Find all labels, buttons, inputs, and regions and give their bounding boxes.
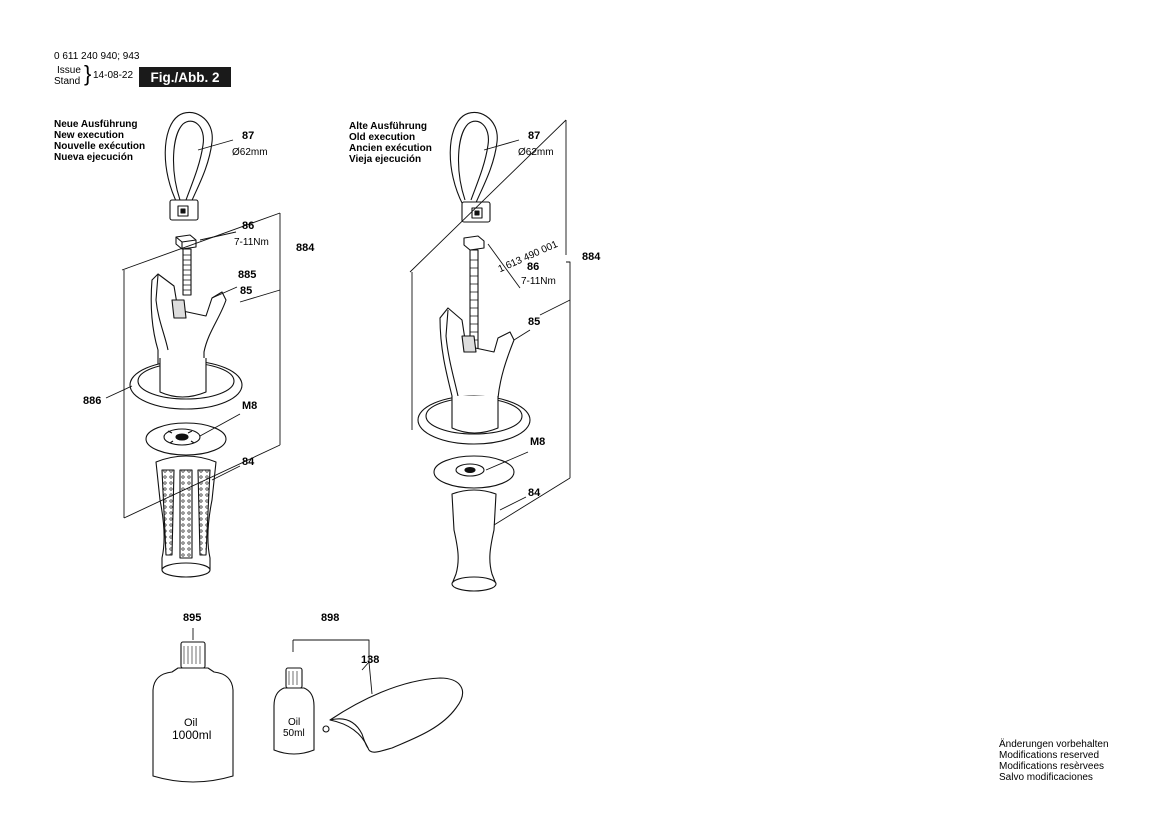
callout-87-old: 87: [528, 130, 541, 142]
callout-84-old: 84: [528, 487, 541, 499]
document-number: 0 611 240 940; 943: [54, 51, 140, 62]
figure-label: Fig./Abb. 2: [139, 67, 231, 87]
oil-bottle-50ml: [273, 639, 373, 755]
callout-885-new: 885: [238, 269, 257, 281]
depth-stop-strap-old: [449, 111, 498, 223]
spec-87-old: Ø62mm: [518, 147, 554, 158]
depth-stop-strap-new: [164, 111, 213, 221]
old-execution-title: Alte Ausführung Old execution Ancien exé…: [349, 121, 432, 165]
nut-disc-old: [433, 455, 515, 489]
hand-guard-new: [129, 358, 243, 410]
oil-1000-label-line2: 1000ml: [172, 728, 212, 742]
spec-87-new: Ø62mm: [232, 147, 268, 158]
callout-138: 138: [361, 654, 380, 666]
callout-84-new: 84: [242, 456, 255, 468]
grip-handle-new: [155, 455, 217, 578]
oil-50-label-line1: Oil: [288, 717, 301, 728]
callout-895: 895: [183, 612, 202, 624]
long-bolt-old: [463, 235, 485, 351]
callout-898: 898: [321, 612, 340, 624]
spec-86-old: 7-11Nm: [521, 276, 556, 287]
hand-guard-old: [417, 395, 531, 445]
stand-label: Stand: [54, 76, 81, 87]
issue-label: Issue: [57, 65, 81, 76]
callout-884-new: 884: [296, 242, 315, 254]
clamp-collar-new: [150, 273, 227, 373]
callout-884-old: 884: [582, 251, 601, 263]
callout-86-old: 86: [527, 261, 540, 273]
callout-886-new: 886: [83, 395, 102, 407]
callout-m8-new: M8: [242, 400, 258, 412]
oil-50-label-line2: 50ml: [283, 728, 305, 739]
leaders-new: [105, 139, 281, 519]
grip-handle-old: [451, 489, 497, 592]
callout-85-old: 85: [528, 316, 541, 328]
issue-brace: }: [84, 61, 92, 86]
cleaning-cloth: [322, 677, 463, 753]
new-execution-title: Neue Ausführung New execution Nouvelle e…: [54, 119, 146, 163]
oil-1000-label-line1: Oil: [184, 717, 198, 729]
clamp-collar-old: [439, 307, 515, 413]
callout-m8-old: M8: [530, 436, 546, 448]
nut-disc-new: [145, 422, 227, 456]
leaders-old: [409, 119, 571, 526]
callout-87-new: 87: [242, 130, 255, 142]
callout-86-new: 86: [242, 220, 255, 232]
modifications-notice: Änderungen vorbehalten Modifications res…: [999, 739, 1109, 783]
issue-date: 14-08-22: [93, 70, 134, 81]
oil-bottle-1000ml: [152, 628, 234, 783]
spec-86-new: 7-11Nm: [234, 237, 269, 248]
callout-85-new: 85: [240, 285, 253, 297]
